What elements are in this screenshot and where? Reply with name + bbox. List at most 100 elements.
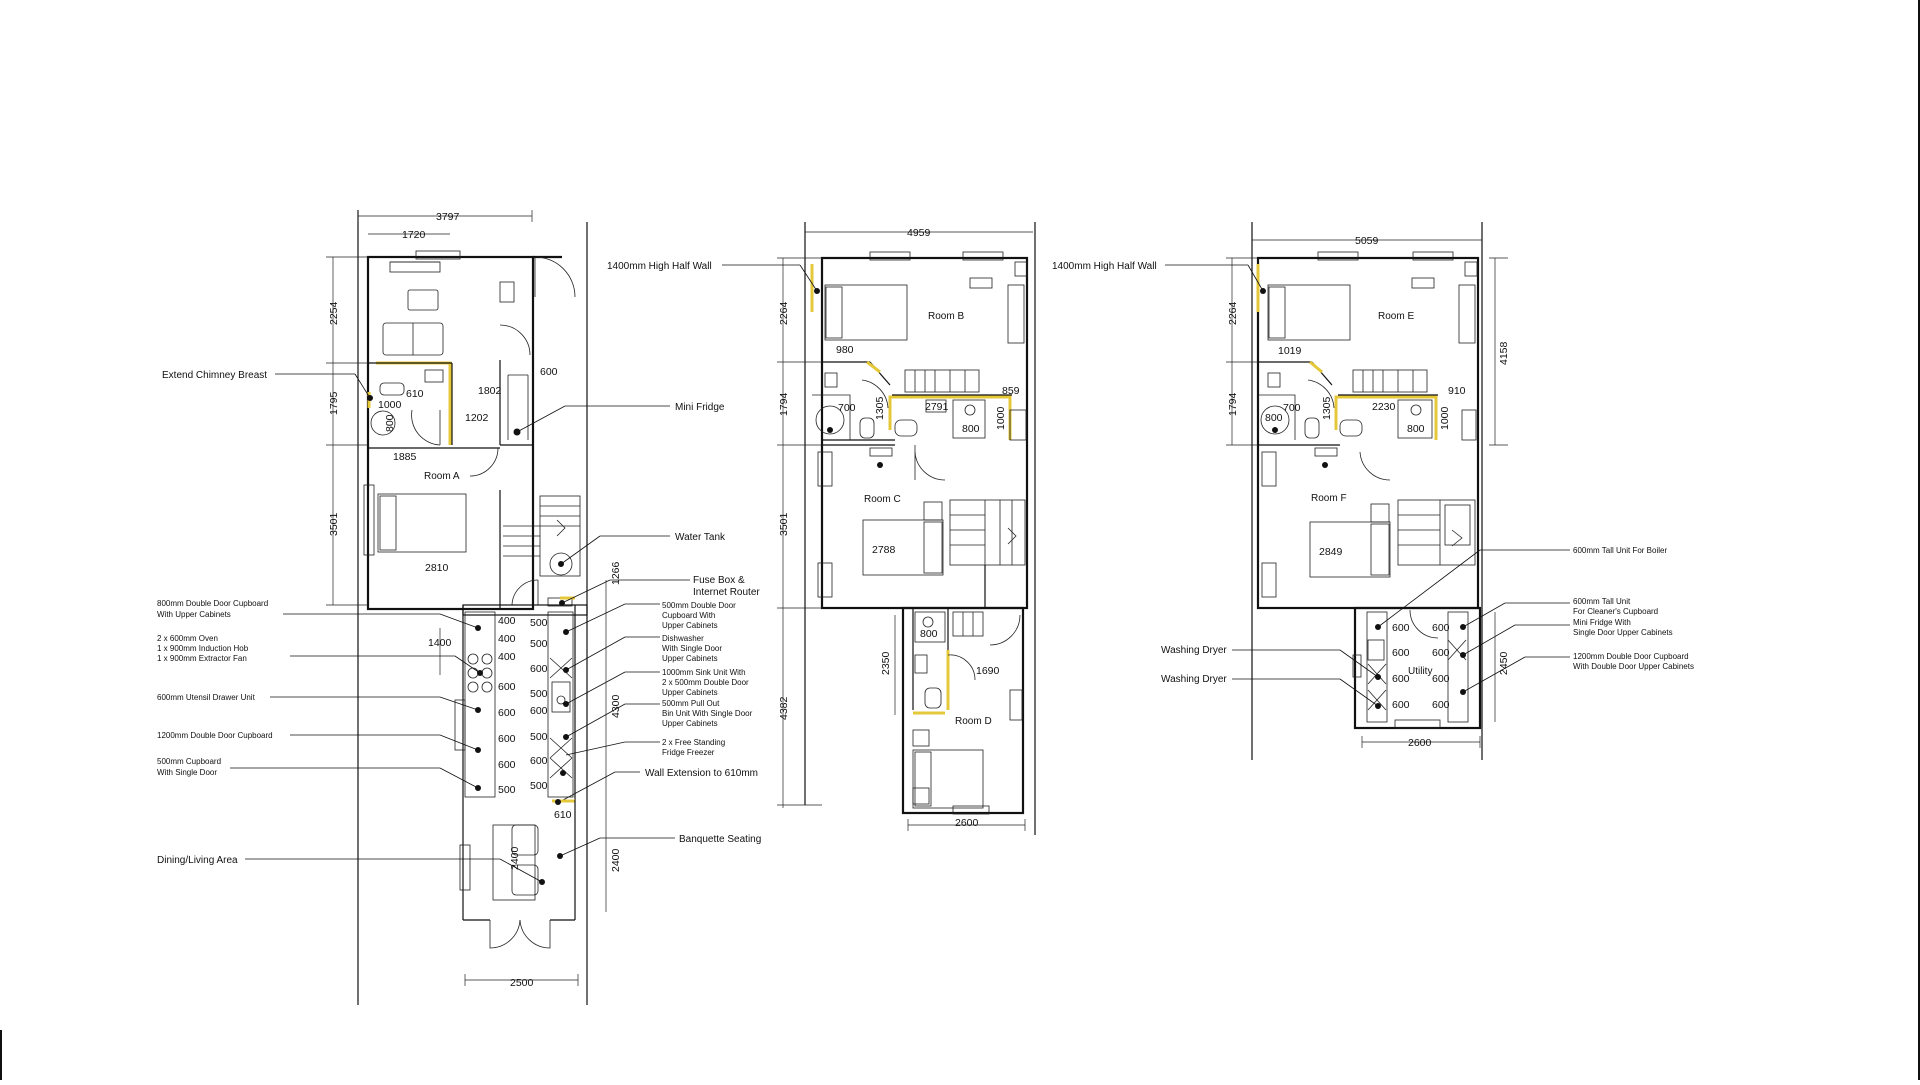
first-dim-h: 2788 — [872, 544, 896, 556]
label-800-cupboard-2: With Upper Cabinets — [157, 610, 231, 619]
first-dim-bottom: 2600 — [955, 817, 979, 829]
label-sink-2: 2 x 500mm Double Door — [662, 678, 749, 687]
second-dim-c: 1305 — [1321, 396, 1333, 420]
first-dim-a: 980 — [836, 344, 854, 356]
second-dim-a: 1019 — [1278, 345, 1302, 357]
second-dim-e: 910 — [1448, 385, 1466, 397]
second-dim-right: 4158 — [1498, 341, 1510, 365]
util-l4: 600 — [1392, 699, 1410, 711]
ground-sub-width-dim: 1720 — [402, 229, 426, 241]
label-sink-1: 1000mm Sink Unit With — [662, 668, 746, 677]
util-r2: 600 — [1432, 647, 1450, 659]
label-fridge-freezer-1: 2 x Free Standing — [662, 738, 725, 747]
util-r3: 600 — [1432, 673, 1450, 685]
cleaner-label-2: For Cleaner's Cupboard — [1573, 607, 1658, 616]
k-r4: 500 — [530, 688, 548, 700]
room-b-label: Room B — [928, 311, 964, 322]
cupboard-label-1: 1200mm Double Door Cupboard — [1573, 652, 1689, 661]
util-l1: 600 — [1392, 622, 1410, 634]
k-r7: 600 — [530, 755, 548, 767]
label-500-double-1: 500mm Double Door — [662, 601, 736, 610]
label-wall-ext: Wall Extension to 610mm — [645, 768, 758, 779]
dim-600: 600 — [540, 366, 558, 378]
k-l1: 400 — [498, 615, 516, 627]
label-dishwasher-2: With Single Door — [662, 644, 722, 653]
second-dim-h1: 2264 — [1227, 301, 1239, 325]
room-a-label: Room A — [424, 471, 460, 482]
left-edge-line — [0, 1030, 2, 1080]
dim-800: 800 — [384, 414, 396, 432]
fridge-label-2: Single Door Upper Cabinets — [1573, 628, 1673, 637]
second-dim-d: 2230 — [1372, 401, 1396, 413]
k-r5: 600 — [530, 705, 548, 717]
first-dim-j: 2350 — [880, 651, 892, 675]
second-dim-w800: 800 — [1265, 412, 1283, 424]
util-r4: 600 — [1432, 699, 1450, 711]
ground-width-dim: 3797 — [436, 211, 460, 223]
second-half-wall-label: 1400mm High Half Wall — [1052, 261, 1157, 272]
util-l3: 600 — [1392, 673, 1410, 685]
first-dim-h3: 3501 — [778, 512, 790, 536]
first-dim-i: 800 — [920, 628, 938, 640]
label-pullout-3: Upper Cabinets — [662, 719, 718, 728]
dim-1266: 1266 — [610, 561, 622, 585]
dim-1802: 1802 — [478, 385, 502, 397]
dim-2400: 2400 — [610, 848, 622, 872]
second-dim-b: 700 — [1283, 402, 1301, 414]
first-dim-h4: 4382 — [778, 696, 790, 720]
first-dim-h1: 2264 — [778, 301, 790, 325]
first-dim-e: 859 — [1002, 385, 1020, 397]
label-dishwasher-1: Dishwasher — [662, 634, 704, 643]
dim-1400: 1400 — [428, 637, 452, 649]
k-l3: 400 — [498, 651, 516, 663]
dim-610-bottom: 610 — [554, 809, 572, 821]
fuse-box-label-2: Internet Router — [693, 587, 760, 598]
first-dim-b: 700 — [838, 402, 856, 414]
dim-1795: 1795 — [328, 391, 340, 415]
k-l2: 400 — [498, 633, 516, 645]
washer-label-1: Washing Dryer — [1161, 645, 1227, 656]
water-tank-label: Water Tank — [675, 532, 726, 543]
dining-label: Dining/Living Area — [157, 855, 238, 866]
dim-1202: 1202 — [465, 412, 489, 424]
chimney-label: Extend Chimney Breast — [162, 370, 267, 381]
dim-2810: 2810 — [425, 562, 449, 574]
dim-1000: 1000 — [378, 399, 402, 411]
room-d-label: Room D — [955, 716, 992, 727]
label-500-cupboard-1: 500mm Cupboard — [157, 757, 221, 766]
washer-label-2: Washing Dryer — [1161, 674, 1227, 685]
first-dim-k: 1690 — [976, 665, 1000, 677]
util-l2: 600 — [1392, 647, 1410, 659]
cleaner-label-1: 600mm Tall Unit — [1573, 597, 1631, 606]
second-dim-h2: 1794 — [1227, 392, 1239, 416]
second-dim-bottom: 2600 — [1408, 737, 1432, 749]
second-dim-h: 2849 — [1319, 546, 1343, 558]
banquette-label: Banquette Seating — [679, 834, 761, 845]
first-width-dim: 4959 — [907, 227, 931, 239]
k-r1: 500 — [530, 617, 548, 629]
mini-fridge-label: Mini Fridge — [675, 402, 725, 413]
label-1200-cupboard: 1200mm Double Door Cupboard — [157, 731, 273, 740]
util-r1: 600 — [1432, 622, 1450, 634]
boiler-label: 600mm Tall Unit For Boiler — [1573, 546, 1667, 555]
k-r6: 500 — [530, 731, 548, 743]
first-dim-g: 1000 — [995, 406, 1007, 430]
cupboard-label-2: With Double Door Upper Cabinets — [1573, 662, 1694, 671]
utility-label: Utility — [1408, 666, 1432, 677]
second-dim-f: 800 — [1407, 423, 1425, 435]
fuse-box-label-1: Fuse Box & — [693, 575, 745, 586]
label-500-double-3: Upper Cabinets — [662, 621, 718, 630]
k-l4: 600 — [498, 681, 516, 693]
first-dim-h2: 1794 — [778, 392, 790, 416]
k-r2: 500 — [530, 638, 548, 650]
dim-2400-inner: 2400 — [509, 846, 521, 870]
label-oven-1: 2 x 600mm Oven — [157, 634, 218, 643]
dim-610: 610 — [406, 388, 424, 400]
first-dim-f: 800 — [962, 423, 980, 435]
label-utensil: 600mm Utensil Drawer Unit — [157, 693, 256, 702]
room-f-label: Room F — [1311, 493, 1347, 504]
dim-1885: 1885 — [393, 451, 417, 463]
dim-2254: 2254 — [328, 301, 340, 325]
first-half-wall-label: 1400mm High Half Wall — [607, 261, 712, 272]
